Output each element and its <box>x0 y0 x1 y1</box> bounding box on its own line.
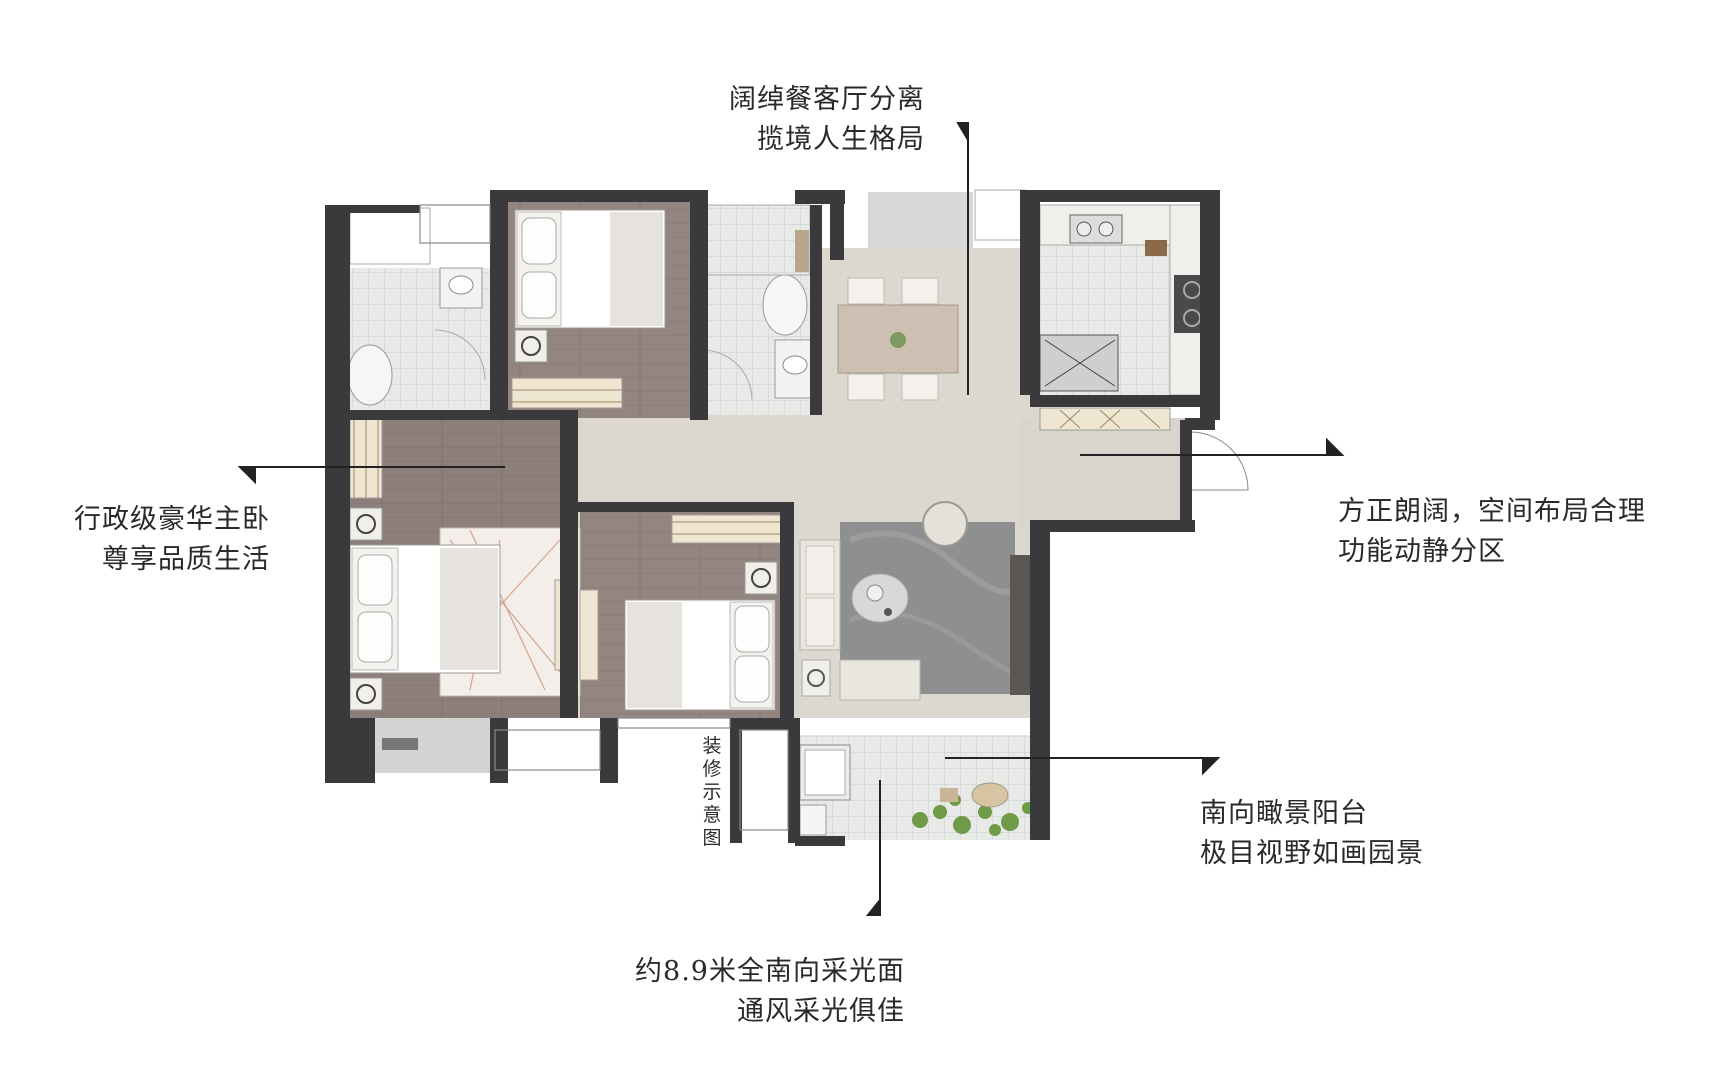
callout-balcony-line2: 极目视野如画园景 <box>1200 838 1424 869</box>
callout-living-line1: 方正朗阔，空间布局合理 <box>1338 496 1646 527</box>
callout-balcony-line1: 南向瞰景阳台 <box>1200 798 1368 829</box>
bath-2-toilet <box>762 274 808 336</box>
bedroom-2-wardrobe <box>511 377 623 409</box>
callout-living: 方正朗阔，空间布局合理 功能动静分区 <box>1338 492 1646 572</box>
entry-floor <box>1020 418 1190 528</box>
callout-bedroom-line2: 尊享品质生活 <box>102 544 270 575</box>
callout-light: 约8.9米全南向采光面 通风采光俱佳 <box>600 952 905 1032</box>
leader-lines <box>237 122 1345 916</box>
callout-dining-line1: 阔绰餐客厅分离 <box>729 84 925 115</box>
entry-cabinet <box>1039 407 1171 431</box>
bedroom-3-wardrobe <box>671 514 783 544</box>
balcony-plants <box>912 794 1034 836</box>
decoration-note: 装修示意图 <box>702 735 722 849</box>
callout-dining-line2: 揽境人生格局 <box>757 124 925 155</box>
fridge <box>1039 334 1119 392</box>
callout-bedroom-line1: 行政级豪华主卧 <box>74 504 270 535</box>
callout-light-line1: 约8.9米全南向采光面 <box>635 956 905 987</box>
callout-balcony: 南向瞰景阳台 极目视野如画园景 <box>1200 794 1424 874</box>
master-wardrobe <box>349 417 383 499</box>
callout-light-line2: 通风采光俱佳 <box>737 996 905 1027</box>
top-balcony-floor <box>868 192 973 250</box>
master-toilet <box>347 344 393 406</box>
windows <box>419 204 789 831</box>
armchair <box>839 659 921 701</box>
callout-bedroom: 行政级豪华主卧 尊享品质生活 <box>40 500 270 580</box>
callout-dining: 阔绰餐客厅分离 揽境人生格局 <box>700 80 925 160</box>
callout-living-line2: 功能动静分区 <box>1338 536 1506 567</box>
